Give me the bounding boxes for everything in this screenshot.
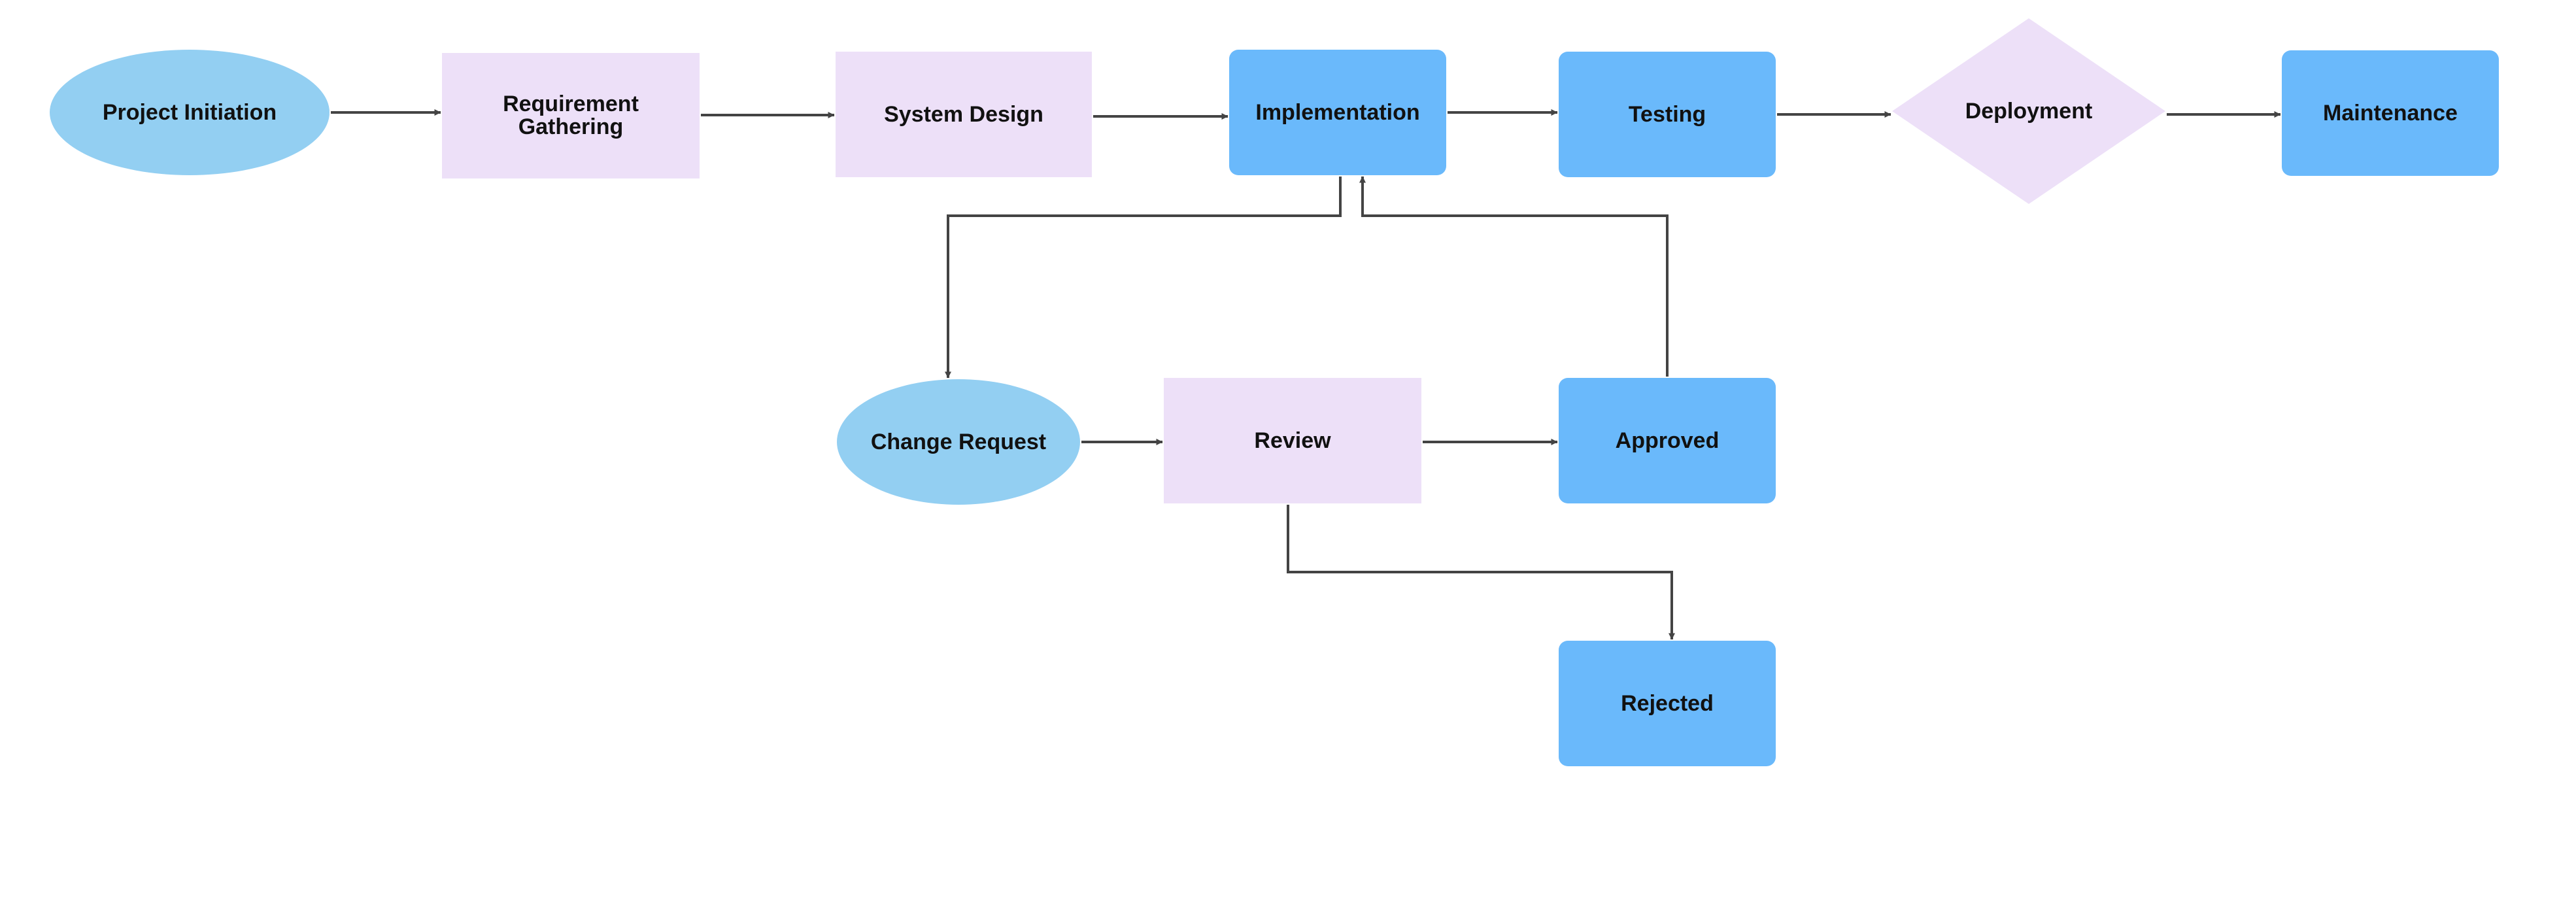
node-rejected[interactable]: Rejected <box>1559 641 1776 766</box>
node-maintenance-label: Maintenance <box>2323 100 2458 126</box>
node-testing[interactable]: Testing <box>1559 52 1776 177</box>
node-maintenance[interactable]: Maintenance <box>2282 50 2499 176</box>
edge-review-to-rejected <box>1287 505 1675 640</box>
node-project-initiation[interactable]: Project Initiation <box>50 50 330 175</box>
node-approved-label: Approved <box>1615 428 1720 453</box>
node-rejected-label: Rejected <box>1621 690 1714 716</box>
node-implementation[interactable]: Implementation <box>1229 50 1446 175</box>
node-testing-label: Testing <box>1628 101 1706 127</box>
node-system-design-label: System Design <box>884 101 1043 127</box>
diamond-shape <box>1892 18 2165 204</box>
node-system-design[interactable]: System Design <box>836 52 1092 177</box>
node-deployment-label: Deployment <box>1965 98 2093 124</box>
node-change-request[interactable]: Change Request <box>837 379 1080 505</box>
edge-implementation-to-change-request <box>945 177 1342 379</box>
node-approved[interactable]: Approved <box>1559 378 1776 503</box>
node-implementation-label: Implementation <box>1255 99 1420 125</box>
node-project-initiation-label: Project Initiation <box>102 99 277 125</box>
edge-approved-to-implementation <box>1359 176 1669 377</box>
node-requirement-gathering-label: Requirement Gathering <box>503 92 639 139</box>
node-review-label: Review <box>1254 428 1331 453</box>
node-requirement-gathering[interactable]: Requirement Gathering <box>442 53 700 178</box>
node-deployment[interactable]: Deployment <box>1892 18 2165 204</box>
node-change-request-label: Change Request <box>870 429 1047 454</box>
node-review[interactable]: Review <box>1164 378 1421 503</box>
